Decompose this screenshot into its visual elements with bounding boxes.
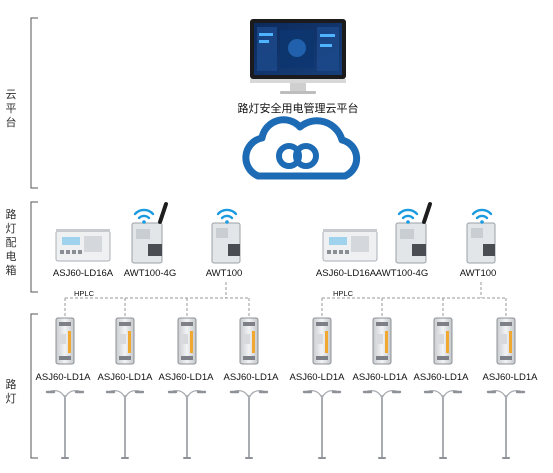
lamp-controller-model-label: ASJ60-LD1A bbox=[483, 372, 539, 383]
platform-title: 路灯安全用电管理云平台 bbox=[238, 101, 359, 115]
energy-meter-device bbox=[322, 229, 378, 262]
gateway-model-label: AWT100-4G bbox=[376, 268, 428, 279]
wifi-icon bbox=[471, 208, 493, 224]
lamp-controller-unit bbox=[239, 317, 259, 365]
hplc-bus bbox=[64, 282, 250, 318]
street-lamp-pole-icon bbox=[423, 390, 463, 459]
wifi-icon bbox=[216, 208, 238, 224]
street-lamp-pole-icon bbox=[229, 390, 269, 459]
wifi-icon bbox=[133, 208, 155, 224]
section-label-street-lamp: 路灯 bbox=[5, 379, 17, 405]
lamp-controller-model-label: ASJ60-LD1A bbox=[36, 372, 92, 383]
module-model-label: AWT100 bbox=[460, 268, 497, 279]
section-brackets bbox=[30, 17, 38, 459]
monitor-icon bbox=[250, 19, 346, 94]
energy-meter-device bbox=[55, 229, 111, 262]
hplc-bus bbox=[321, 282, 507, 318]
bracket-cloud bbox=[30, 17, 38, 189]
street-lamp-pole-icon bbox=[362, 390, 402, 459]
lamp-controller-unit bbox=[496, 317, 516, 365]
wireless-module-device bbox=[466, 222, 496, 264]
lamp-controller-unit bbox=[312, 317, 332, 365]
bus-protocol-label: HPLC bbox=[74, 289, 95, 298]
lamp-controller-model-label: ASJ60-LD1A bbox=[98, 372, 154, 383]
lamp-controller-model-label: ASJ60-LD1A bbox=[290, 372, 346, 383]
lamp-controller-unit bbox=[55, 317, 75, 365]
bracket-street-lamp bbox=[30, 313, 38, 459]
lamp-controller-model-label: ASJ60-LD1A bbox=[159, 372, 215, 383]
gateway-4g-device bbox=[131, 202, 168, 264]
lamp-controller-unit bbox=[177, 317, 197, 365]
wifi-icon bbox=[397, 208, 419, 224]
street-lamp-pole-icon bbox=[167, 390, 207, 459]
lamp-controller-model-label: ASJ60-LD1A bbox=[353, 372, 409, 383]
meter-model-label: ASJ60-LD16A bbox=[53, 268, 114, 279]
lamp-controller-unit bbox=[372, 317, 392, 365]
meter-model-label: ASJ60-LD16A bbox=[316, 268, 377, 279]
lamp-controller-model-label: ASJ60-LD1A bbox=[414, 372, 470, 383]
lamp-controller-model-label: ASJ60-LD1A bbox=[224, 372, 280, 383]
wireless-module-device bbox=[211, 222, 241, 264]
section-label-distribution-box: 路灯配电箱 bbox=[5, 209, 17, 277]
street-lamp-pole-icon bbox=[105, 390, 145, 459]
gateway-model-label: AWT100-4G bbox=[124, 268, 176, 279]
module-model-label: AWT100 bbox=[206, 268, 243, 279]
cloud-logo bbox=[242, 116, 361, 180]
lamp-controller-unit bbox=[433, 317, 453, 365]
section-label-cloud: 云平台 bbox=[5, 89, 17, 129]
lamp-controller-unit bbox=[115, 317, 135, 365]
bracket-distribution-box bbox=[30, 201, 38, 293]
street-lamp-pole-icon bbox=[486, 390, 526, 459]
bus-protocol-label: HPLC bbox=[333, 289, 354, 298]
street-lamp-pole-icon bbox=[302, 390, 342, 459]
gateway-4g-device bbox=[395, 202, 432, 264]
street-lamp-pole-icon bbox=[45, 390, 85, 459]
